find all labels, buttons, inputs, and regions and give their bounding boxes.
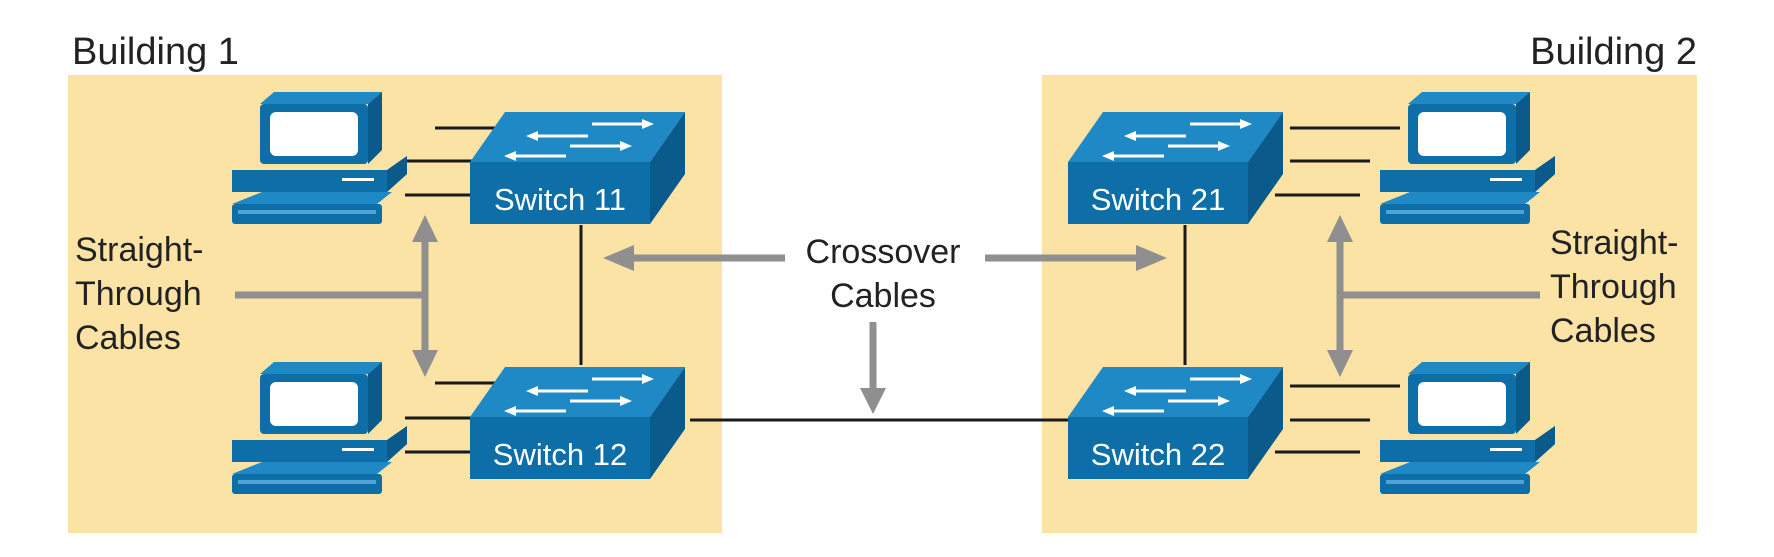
straight-through-label-left: Straight- Through Cables <box>75 231 204 357</box>
svg-text:Through: Through <box>1550 268 1677 306</box>
building-2-label: Building 2 <box>1530 31 1697 73</box>
switch-22-label: Switch 22 <box>1091 437 1225 472</box>
straight-through-cables-right <box>1275 126 1400 454</box>
svg-text:Cables: Cables <box>75 319 181 357</box>
switch-11-label: Switch 11 <box>494 182 626 217</box>
straight-through-cables-left <box>405 126 495 454</box>
svg-text:Straight-: Straight- <box>75 231 204 269</box>
switch-21-label: Switch 21 <box>1091 182 1225 217</box>
svg-text:Cables: Cables <box>830 277 936 315</box>
annotation-arrows <box>235 215 1540 414</box>
crossover-cables <box>579 225 1187 422</box>
crossover-label: Crossover Cables <box>806 233 961 315</box>
svg-text:Cables: Cables <box>1550 312 1656 350</box>
svg-text:Through: Through <box>75 275 202 313</box>
svg-text:Crossover: Crossover <box>806 233 961 271</box>
straight-through-label-right: Straight- Through Cables <box>1550 224 1679 350</box>
svg-text:Straight-: Straight- <box>1550 224 1679 262</box>
switch-12-label: Switch 12 <box>493 437 627 472</box>
building-1-label: Building 1 <box>72 31 239 73</box>
